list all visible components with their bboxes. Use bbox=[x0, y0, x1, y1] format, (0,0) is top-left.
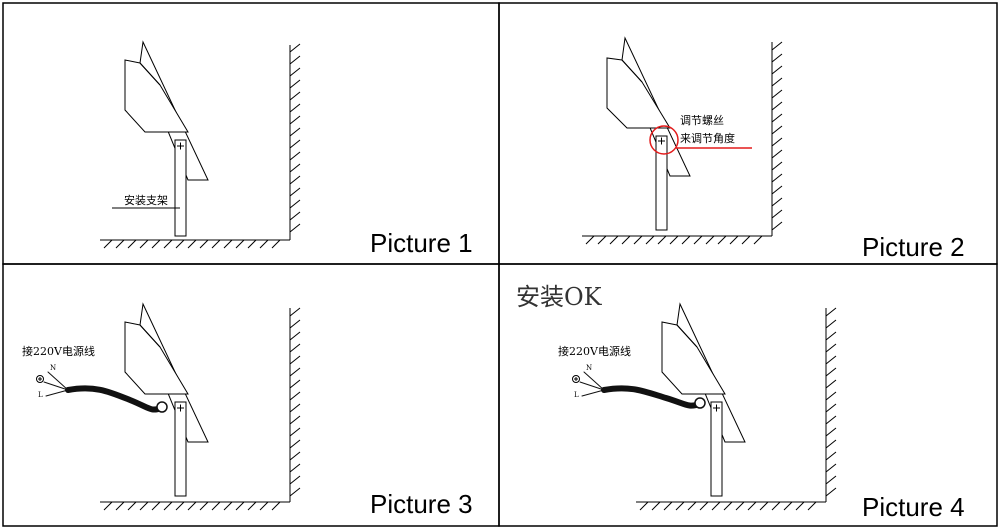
mounting-bracket bbox=[710, 401, 723, 497]
wall-hatch bbox=[825, 307, 837, 502]
floor-hatch bbox=[636, 501, 826, 511]
floor-hatch bbox=[582, 235, 772, 245]
wire-l-label: L bbox=[38, 391, 43, 399]
power-label: 接220V电源线 bbox=[558, 344, 631, 358]
adjust-label-line1: 调节螺丝 bbox=[680, 114, 724, 127]
mounting-bracket bbox=[655, 135, 668, 231]
panel-1: 安装支架 Picture 1 bbox=[100, 40, 473, 258]
power-cable bbox=[43, 371, 168, 413]
panel-4: 安装OK N L 接220V电源线 P bbox=[516, 283, 965, 522]
panel-2-frame bbox=[498, 2, 998, 265]
wall-hatch bbox=[289, 307, 301, 502]
install-ok-label: 安装OK bbox=[516, 283, 603, 311]
adjust-screw-highlight bbox=[649, 125, 679, 155]
panel-4-frame bbox=[498, 263, 998, 527]
mounting-bracket bbox=[174, 139, 187, 237]
floor-hatch bbox=[100, 239, 290, 249]
panel-3: N L 接220V电源线 Picture 3 bbox=[22, 302, 473, 519]
panel-1-frame bbox=[2, 2, 500, 265]
floodlight bbox=[661, 302, 746, 443]
power-cable bbox=[579, 371, 706, 409]
wire-n-label: N bbox=[586, 364, 592, 372]
panel-2-caption: Picture 2 bbox=[862, 232, 965, 262]
wall-hatch bbox=[771, 41, 783, 236]
floodlight bbox=[124, 40, 209, 181]
panel-3-frame bbox=[2, 263, 500, 527]
ground-symbol bbox=[572, 375, 580, 383]
wire-n-label: N bbox=[50, 364, 56, 372]
wall-hatch bbox=[289, 43, 301, 240]
bracket-label: 安装支架 bbox=[124, 193, 168, 207]
power-label: 接220V电源线 bbox=[22, 344, 95, 358]
ground-symbol bbox=[36, 375, 44, 383]
adjust-label-line2: 来调节角度 bbox=[680, 131, 735, 145]
mounting-bracket bbox=[174, 401, 187, 497]
wire-l-label: L bbox=[574, 391, 579, 399]
panel-3-caption: Picture 3 bbox=[370, 489, 473, 519]
panel-1-caption: Picture 1 bbox=[370, 228, 473, 258]
floodlight bbox=[606, 36, 691, 177]
panel-2: 调节螺丝 来调节角度 Picture 2 bbox=[582, 36, 965, 262]
panel-4-caption: Picture 4 bbox=[862, 492, 965, 522]
floor-hatch bbox=[100, 501, 290, 511]
floodlight bbox=[124, 302, 209, 443]
